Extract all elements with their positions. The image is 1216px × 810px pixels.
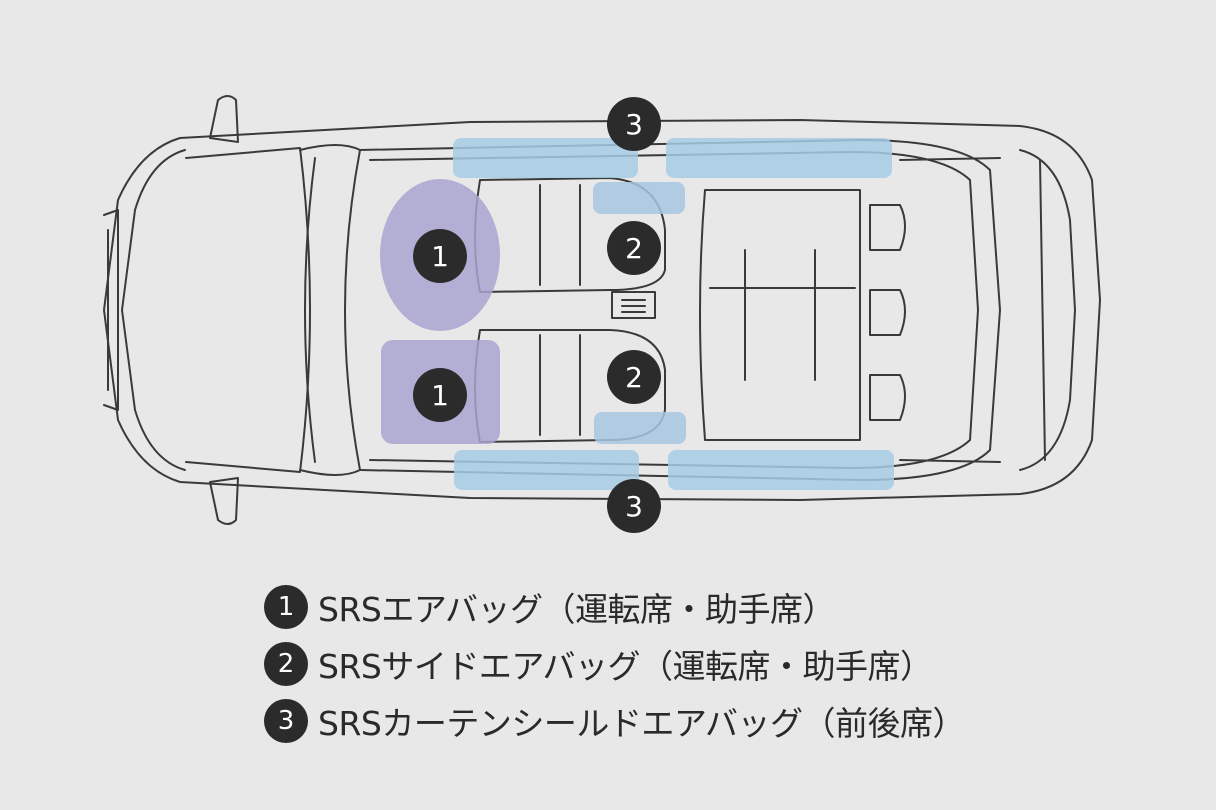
legend-number-badge: 3 <box>264 699 308 743</box>
legend-number-badge: 1 <box>264 585 308 629</box>
legend-label: SRSエアバッグ（運転席・助手席） <box>318 590 836 629</box>
svg-text:3: 3 <box>625 108 643 141</box>
legend-label: SRSカーテンシールドエアバッグ（前後席） <box>318 704 966 743</box>
curtain-airbag-bottom-rear <box>668 450 894 490</box>
legend-number-badge: 2 <box>264 642 308 686</box>
curtain-airbag-top-front <box>453 138 638 178</box>
svg-text:1: 1 <box>431 379 449 412</box>
car-airbag-diagram: 1 1 2 2 3 3 <box>103 95 1101 533</box>
marker-front-passenger: 1 <box>413 368 467 422</box>
curtain-airbag-bottom-front <box>454 450 639 490</box>
marker-side-passenger: 2 <box>607 350 661 404</box>
svg-text:3: 3 <box>625 490 643 523</box>
marker-curtain-top: 3 <box>607 97 661 151</box>
marker-side-driver: 2 <box>607 221 661 275</box>
marker-curtain-bottom: 3 <box>607 479 661 533</box>
legend-item-curtain-airbag: 3 SRSカーテンシールドエアバッグ（前後席） <box>264 694 966 748</box>
svg-text:2: 2 <box>625 232 643 265</box>
legend-label: SRSサイドエアバッグ（運転席・助手席） <box>318 647 933 686</box>
legend-item-front-airbag: 1 SRSエアバッグ（運転席・助手席） <box>264 580 965 634</box>
airbag-legend: 1 SRSエアバッグ（運転席・助手席） 2 SRSサイドエアバッグ（運転席・助手… <box>264 580 966 751</box>
marker-front-driver: 1 <box>413 229 467 283</box>
side-airbag-passenger <box>594 412 686 444</box>
svg-text:1: 1 <box>431 240 449 273</box>
side-airbag-driver <box>593 182 685 214</box>
legend-item-side-airbag: 2 SRSサイドエアバッグ（運転席・助手席） <box>264 637 965 691</box>
curtain-airbag-top-rear <box>666 138 892 178</box>
svg-text:2: 2 <box>625 361 643 394</box>
